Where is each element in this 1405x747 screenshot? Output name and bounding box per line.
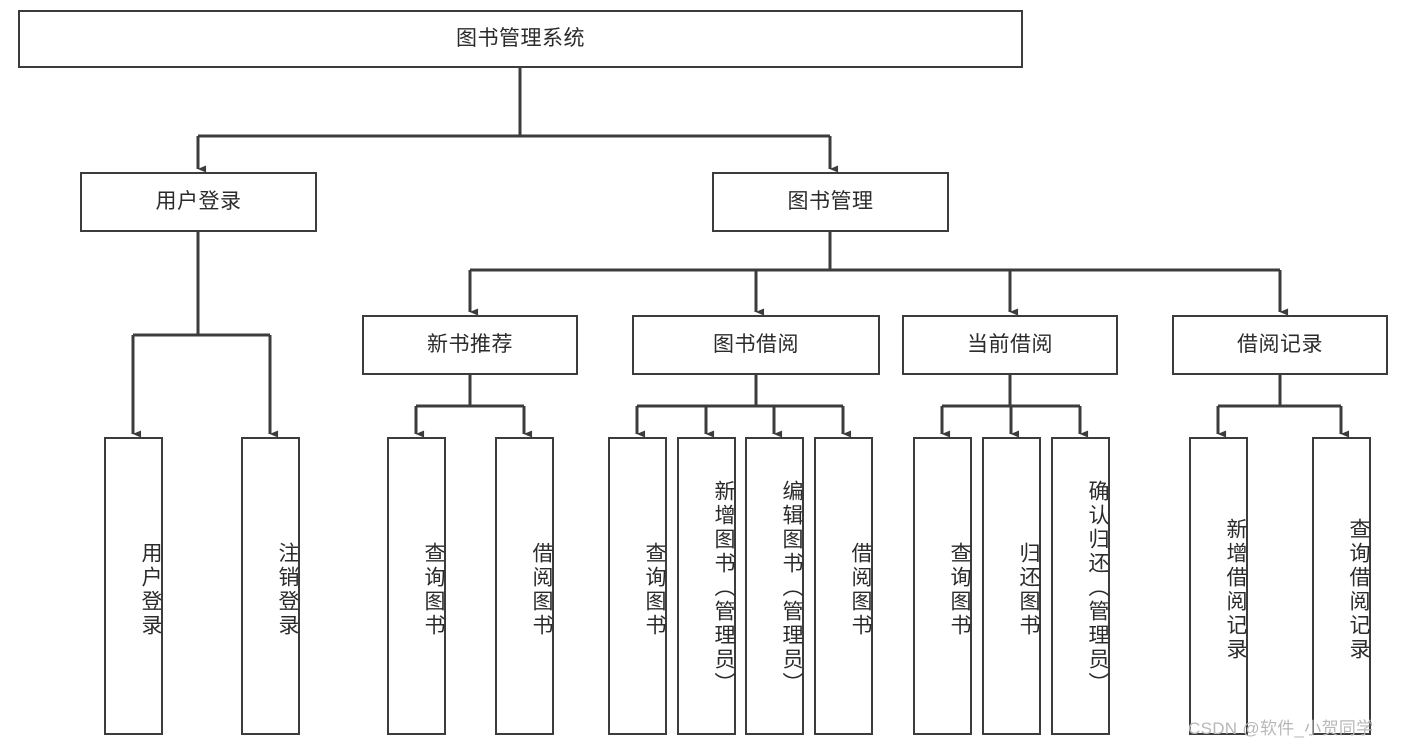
leaf-current-borrow-query-book[interactable]: 查询图书 [913, 437, 972, 735]
leaf-new-book-borrow-book[interactable]: 借阅图书 [495, 437, 554, 735]
node-user-login[interactable]: 用户登录 [80, 172, 317, 232]
leaf-book-borrow-add-book-admin[interactable]: 新增图书（管理员） [677, 437, 736, 735]
leaf-user-login-login[interactable]: 用户登录 [104, 437, 163, 735]
csdn-watermark: CSDN @软件_小贺同学 [1188, 719, 1374, 738]
node-book-borrow[interactable]: 图书借阅 [632, 315, 880, 375]
leaf-borrow-record-query-record[interactable]: 查询借阅记录 [1312, 437, 1371, 735]
leaf-book-borrow-borrow-book[interactable]: 借阅图书 [814, 437, 873, 735]
leaf-borrow-record-add-record[interactable]: 新增借阅记录 [1189, 437, 1248, 735]
node-borrow-record[interactable]: 借阅记录 [1172, 315, 1388, 375]
leaf-book-borrow-edit-book-admin[interactable]: 编辑图书（管理员） [745, 437, 804, 735]
leaf-new-book-query-book[interactable]: 查询图书 [387, 437, 446, 735]
node-book-management[interactable]: 图书管理 [712, 172, 949, 232]
leaf-user-login-logout[interactable]: 注销登录 [241, 437, 300, 735]
node-root-book-management-system[interactable]: 图书管理系统 [18, 10, 1023, 68]
leaf-current-borrow-return-book[interactable]: 归还图书 [982, 437, 1041, 735]
leaf-book-borrow-query-book[interactable]: 查询图书 [608, 437, 667, 735]
leaf-current-borrow-confirm-return-admin[interactable]: 确认归还（管理员） [1051, 437, 1110, 735]
node-current-borrow[interactable]: 当前借阅 [902, 315, 1118, 375]
node-new-book-recommend[interactable]: 新书推荐 [362, 315, 578, 375]
